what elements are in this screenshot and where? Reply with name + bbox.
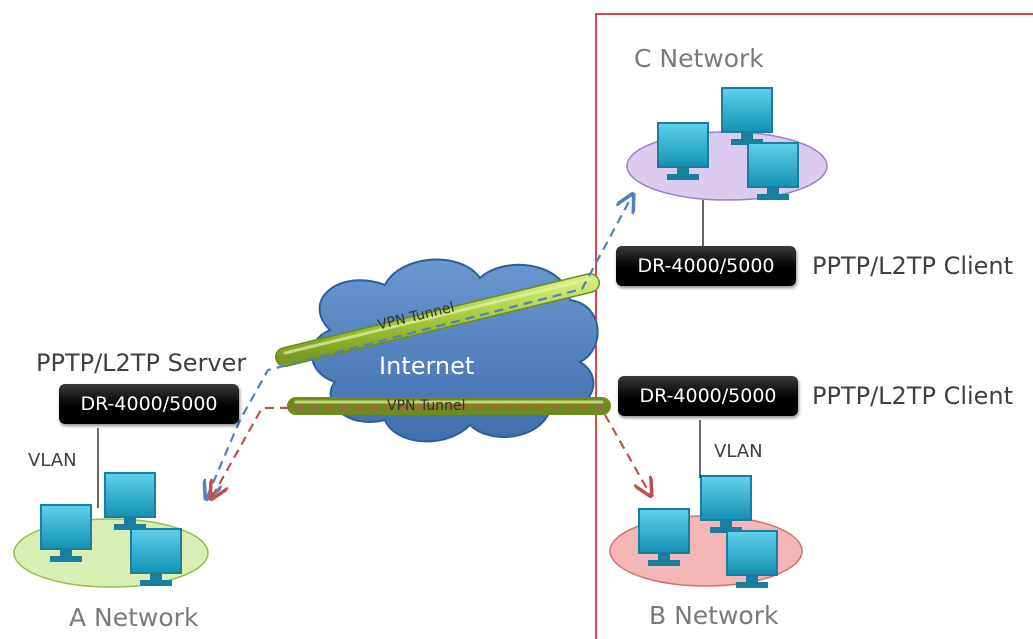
- b-network-label: B Network: [649, 601, 779, 630]
- red-flow-arrow: [212, 404, 650, 497]
- server-vlan-label: VLAN: [28, 450, 77, 471]
- client-b-role-label: PPTP/L2TP Client: [812, 382, 1014, 410]
- client-c-role-label: PPTP/L2TP Client: [812, 252, 1014, 280]
- server-role-label: PPTP/L2TP Server: [36, 349, 247, 377]
- internet-label: Internet: [379, 352, 475, 380]
- vpn-tunnel-lower-label: VPN Tunnel: [387, 398, 466, 414]
- a-network-cluster: [13, 472, 209, 588]
- a-network-label: A Network: [69, 603, 199, 632]
- c-network-cluster: [626, 87, 828, 201]
- b-network-cluster: [609, 475, 803, 588]
- server-router-device: DR-4000/5000: [59, 384, 239, 424]
- client-b-router-device: DR-4000/5000: [618, 376, 798, 416]
- client-b-vlan-label: VLAN: [714, 441, 763, 462]
- blue-flow-arrow: [207, 196, 632, 497]
- client-c-router-device: DR-4000/5000: [616, 246, 796, 286]
- c-network-label: C Network: [634, 44, 764, 73]
